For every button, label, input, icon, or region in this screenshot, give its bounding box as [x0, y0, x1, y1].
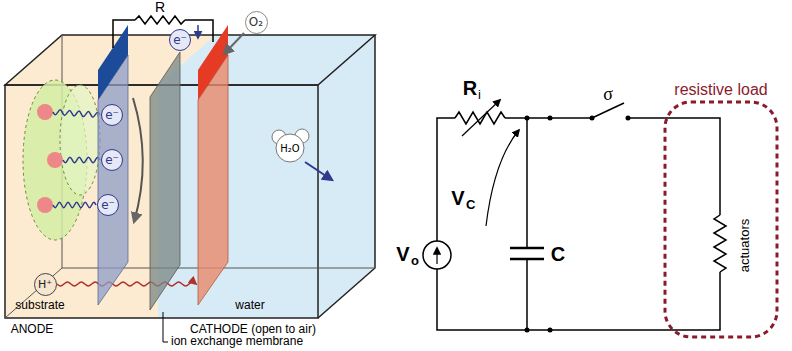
electron-circle: e⁻ [101, 149, 123, 171]
chamber-label: substrate [15, 299, 64, 312]
electron-flow-arrow [133, 98, 143, 222]
voltage-arrow [486, 130, 519, 226]
subscript: C [466, 198, 475, 212]
cathode-chamber [158, 35, 375, 318]
fuel-cell-box [5, 35, 375, 318]
electron-circle: e⁻ [101, 104, 123, 126]
subscript: o [411, 254, 419, 268]
source-arrow [436, 248, 437, 264]
capacitor-plate [510, 247, 544, 250]
electron-wave [53, 202, 96, 207]
variable-resistor-arrow [462, 100, 500, 136]
actuator-label: actuators [738, 218, 751, 271]
resistor-label: R [155, 0, 165, 15]
membrane-label: ion exchange membrane [171, 335, 303, 348]
junction-dot [548, 116, 553, 121]
voltage-source [423, 241, 451, 269]
electron-circle: e⁻ [97, 194, 119, 216]
resistor-symbol [135, 16, 185, 24]
switch-label: σ [603, 85, 613, 105]
oxygen-circle: O₂ [245, 11, 268, 34]
electron-wave [53, 110, 100, 117]
load-outline [662, 80, 780, 342]
molecule-label: H₂O [280, 143, 299, 154]
wire [526, 259, 528, 330]
switch-blade [592, 103, 624, 118]
oxygen-atom [276, 134, 304, 162]
chamber-label: water [235, 299, 264, 312]
ion-symbol: e⁻ [101, 199, 115, 211]
ion-symbol: e⁻ [173, 34, 187, 46]
switch-contact [626, 116, 631, 121]
ion-symbol: O₂ [249, 16, 263, 28]
oxygen-leader [224, 33, 244, 54]
voltage-label: V [396, 243, 409, 265]
anode-electrode [98, 25, 128, 305]
proton-circle: H⁺ [34, 273, 57, 296]
proton-wave [57, 282, 196, 286]
junction-dot [548, 328, 553, 333]
load-heading: resistive load [674, 82, 767, 98]
switch-contact [590, 116, 595, 121]
dashed-outline [665, 102, 777, 337]
junction-dot [525, 328, 530, 333]
external-wire [113, 20, 135, 48]
membrane-leader [163, 312, 168, 342]
bacterium [60, 85, 100, 195]
ion-symbol: e⁻ [105, 154, 119, 166]
resistive-load-box: resistive load actuators [662, 80, 780, 342]
electron-wave [63, 157, 100, 162]
electron-circle: e⁻ [169, 29, 191, 51]
ion-symbol: e⁻ [105, 109, 119, 121]
variable-resistor [455, 112, 505, 124]
wire [526, 118, 528, 248]
subscript: i [478, 88, 481, 102]
bacteria [23, 80, 100, 240]
cathode-electrode [198, 25, 228, 305]
voltage-label: V [451, 187, 464, 209]
junction-dot [525, 116, 530, 121]
wire [628, 118, 720, 215]
electrode-label: ANODE [11, 323, 54, 336]
circuit [423, 100, 726, 330]
ion-symbol: H⁺ [38, 279, 52, 290]
electron-arrow [197, 25, 199, 38]
enzyme-dot [47, 152, 63, 168]
actuator-resistor [714, 215, 726, 272]
resistor-label: R [463, 77, 477, 99]
junctions [525, 116, 631, 333]
enzyme-dot [37, 197, 53, 213]
wire [437, 269, 720, 330]
water-molecule [272, 129, 332, 180]
water-arrow [305, 162, 332, 180]
wire [437, 118, 455, 241]
ion-exchange-membrane [150, 52, 180, 310]
capacitor-label: C [551, 243, 565, 265]
enzyme-dot [37, 104, 53, 120]
